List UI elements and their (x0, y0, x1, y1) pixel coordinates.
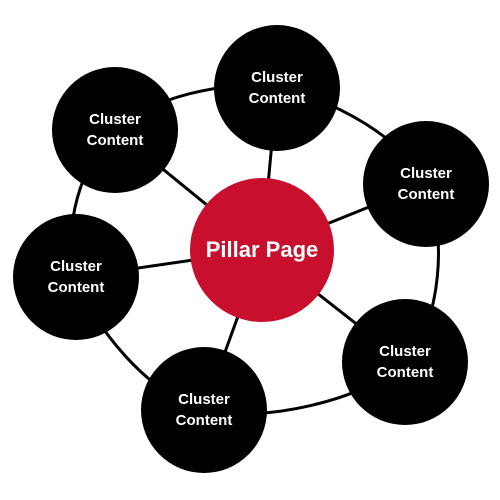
cluster-label-left: Cluster Content (47, 258, 105, 296)
cluster-node-top (214, 25, 340, 151)
cluster-node-bottom (141, 347, 267, 473)
cluster-label-bottom: Cluster Content (175, 391, 233, 429)
cluster-node-upper-left (52, 67, 178, 193)
cluster-label-upper-right: Cluster Content (397, 165, 455, 203)
cluster-node-left (13, 214, 139, 340)
pillar-label: Pillar Page (205, 237, 319, 262)
cluster-node-lower-right (342, 299, 468, 425)
cluster-node-upper-right (363, 121, 489, 247)
cluster-label-top: Cluster Content (248, 69, 306, 107)
pillar-node (190, 178, 334, 322)
cluster-label-upper-left: Cluster Content (86, 111, 144, 149)
nodes (13, 25, 489, 473)
cluster-label-lower-right: Cluster Content (376, 343, 434, 381)
